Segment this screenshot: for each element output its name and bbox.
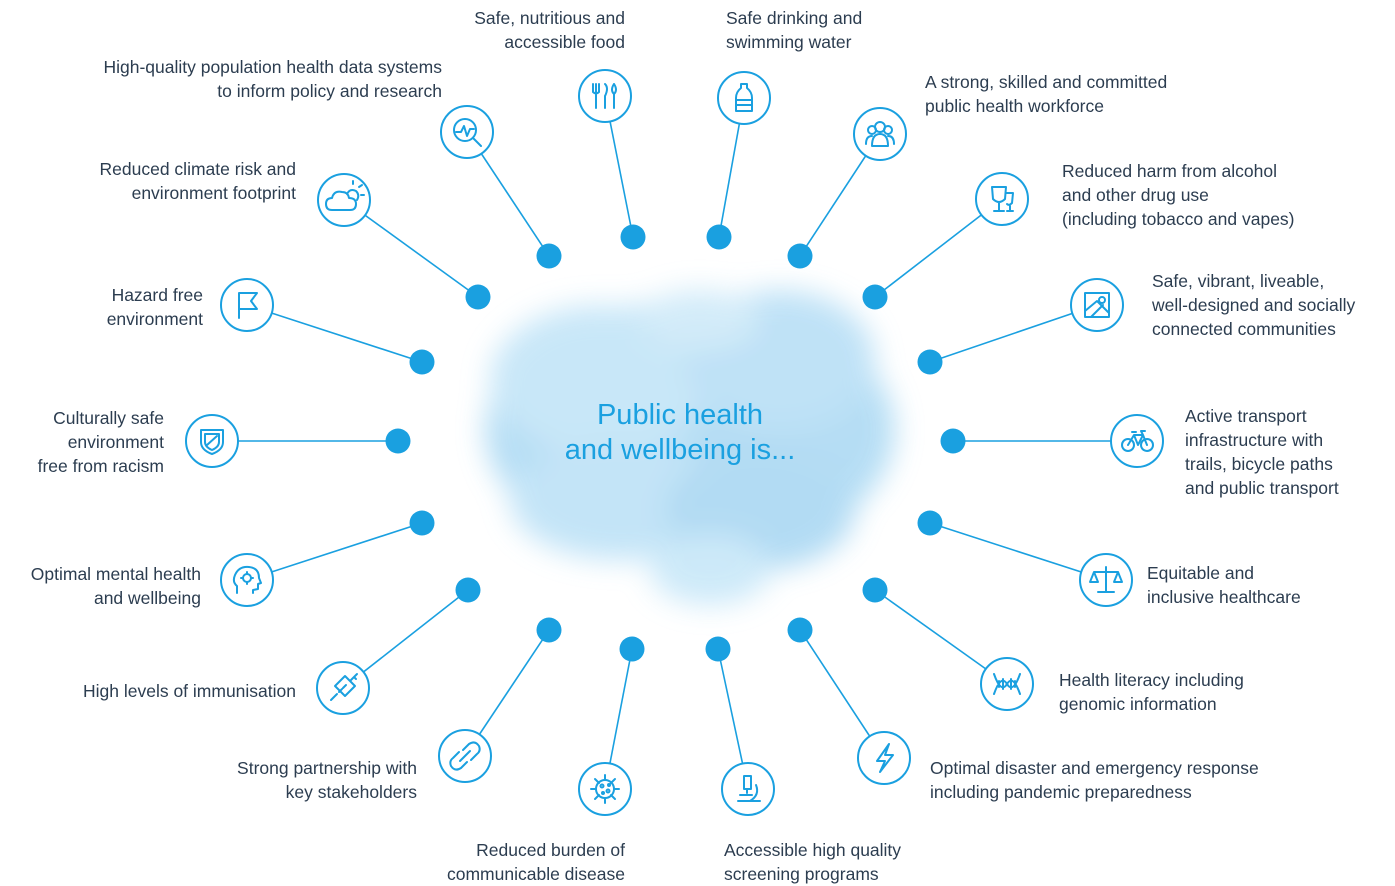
connector-line-communities <box>929 304 1098 363</box>
label-immunisation: High levels of immunisation <box>82 681 296 701</box>
cutlery-icon <box>578 69 632 123</box>
dot-partnership <box>536 617 562 643</box>
label-alcohol: Reduced harm from alcohol and other drug… <box>1062 161 1295 229</box>
label-culture: Culturally safe environment free from ra… <box>37 408 164 476</box>
label-hazard: Hazard free environment <box>106 285 203 329</box>
dot-communities <box>917 349 943 375</box>
map-pin-icon <box>1070 278 1124 332</box>
dot-disease <box>619 636 645 662</box>
dot-water <box>706 224 732 250</box>
dot-workforce <box>787 243 813 269</box>
center-title-line-2: and wellbeing is... <box>564 434 796 466</box>
dot-immunisation <box>455 577 481 603</box>
connector-line-literacy <box>874 589 1008 685</box>
dot-data <box>536 243 562 269</box>
label-food: Safe, nutritious and accessible food <box>474 8 625 52</box>
dot-alcohol <box>862 284 888 310</box>
bicycle-icon <box>1110 414 1164 468</box>
icons <box>185 69 1164 816</box>
shield-icon <box>185 414 239 468</box>
wine-glass-icon <box>975 172 1029 226</box>
label-transport: Active transport infrastructure with tra… <box>1185 406 1339 498</box>
dot-climate <box>465 284 491 310</box>
dot-food <box>620 224 646 250</box>
connector-line-healthcare <box>929 522 1107 581</box>
syringe-icon <box>316 661 370 715</box>
label-partnership: Strong partnership with key stakeholders <box>237 758 417 802</box>
scales-icon <box>1079 553 1133 607</box>
head-gear-icon <box>220 553 274 607</box>
label-water: Safe drinking and swimming water <box>726 8 863 52</box>
magnifier-chart-icon <box>440 105 494 159</box>
dot-transport <box>940 428 966 454</box>
label-disaster: Optimal disaster and emergency response … <box>930 758 1259 802</box>
dot-mental <box>409 510 435 536</box>
chain-link-icon <box>438 729 492 783</box>
label-data: High-quality population health data syst… <box>103 57 442 101</box>
dot-disaster <box>787 617 813 643</box>
microscope-icon <box>721 762 775 816</box>
label-mental: Optimal mental health and wellbeing <box>30 564 201 608</box>
label-workforce: A strong, skilled and committed public h… <box>925 72 1168 116</box>
label-literacy: Health literacy including genomic inform… <box>1059 670 1244 714</box>
lightning-icon <box>857 731 911 785</box>
virus-icon <box>578 762 632 816</box>
water-bottle-icon <box>717 71 771 125</box>
label-disease: Reduced burden of communicable disease <box>446 840 625 884</box>
sun-cloud-icon <box>317 173 371 227</box>
connector-line-mental <box>246 522 423 581</box>
watercolor-cloud <box>485 290 895 605</box>
label-communities: Safe, vibrant, liveable, well-designed a… <box>1152 271 1356 339</box>
connector-line-climate <box>343 199 479 298</box>
label-climate: Reduced climate risk and environment foo… <box>99 159 296 203</box>
connector-dots <box>385 224 966 662</box>
dot-healthcare <box>917 510 943 536</box>
center-title: Public health and wellbeing is... <box>530 398 830 468</box>
label-screening: Accessible high quality screening progra… <box>724 840 902 884</box>
connector-line-hazard <box>246 304 423 363</box>
dot-hazard <box>409 349 435 375</box>
dot-literacy <box>862 577 888 603</box>
dna-icon <box>980 657 1034 711</box>
label-healthcare: Equitable and inclusive healthcare <box>1147 563 1301 607</box>
flag-icon <box>220 278 274 332</box>
center-title-line-1: Public health <box>596 399 764 431</box>
people-group-icon <box>853 107 907 161</box>
dot-culture <box>385 428 411 454</box>
dot-screening <box>705 636 731 662</box>
